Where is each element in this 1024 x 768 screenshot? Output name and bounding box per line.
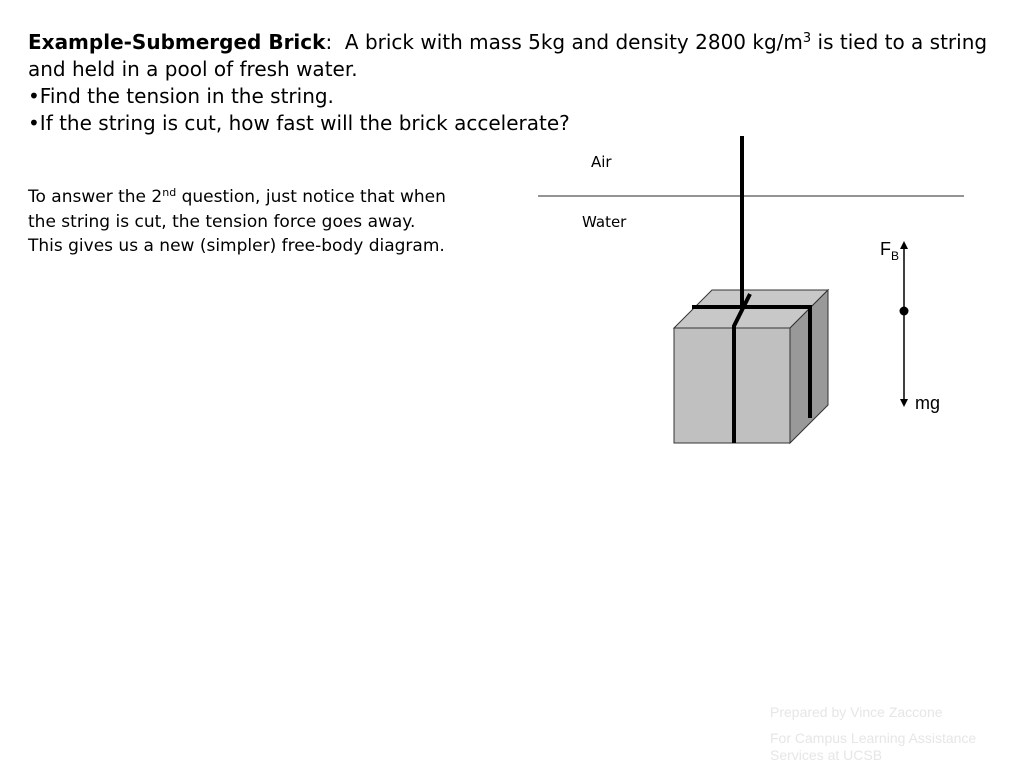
explanation-text: To answer the 2nd question, just notice …: [28, 185, 548, 259]
explanation-line-3: This gives us a new (simpler) free-body …: [28, 236, 445, 256]
problem-title-colon: :: [325, 30, 333, 54]
problem-title: Example-Submerged Brick: [28, 30, 326, 54]
footer-prepared-by: Prepared by Vince Zaccone: [770, 704, 943, 720]
explanation-line-1-end: question, just notice that when: [176, 187, 446, 207]
string-front-wrap: [732, 293, 752, 443]
problem-intro-superscript: 3: [802, 31, 812, 46]
water-label: Water: [582, 213, 627, 231]
brick: [672, 288, 830, 445]
footer-affiliation: For Campus Learning Assistance Services …: [770, 730, 977, 763]
buoyant-force-subscript: B: [891, 249, 899, 263]
explanation-line-1: To answer the 2nd question, just notice …: [28, 185, 548, 210]
weight-label: mg: [915, 393, 940, 413]
problem-bullet-acceleration: •If the string is cut, how fast will the…: [28, 111, 570, 135]
problem-intro: Example-Submerged Brick: A brick with ma…: [28, 29, 988, 83]
buoyant-force-symbol: F: [880, 239, 891, 259]
problem-intro-text: A brick with mass 5kg and density 2800 k…: [344, 30, 803, 54]
problem-statement: Example-Submerged Brick: A brick with ma…: [28, 29, 988, 137]
problem-bullet-tension: •Find the tension in the string.: [28, 84, 334, 108]
buoyant-force-label: FB: [880, 239, 899, 263]
string: [692, 136, 812, 443]
center-of-mass-dot: [899, 306, 909, 316]
free-body-diagram: FB mg: [880, 239, 940, 413]
explanation-line-2: the string is cut, the tension force goe…: [28, 211, 416, 232]
explanation-superscript: nd: [162, 186, 177, 199]
air-label: Air: [591, 153, 612, 171]
problem-intro-text-rest: is tied to a string and held in a pool o…: [28, 30, 988, 81]
explanation-line-1-start: To answer the 2: [28, 187, 163, 207]
